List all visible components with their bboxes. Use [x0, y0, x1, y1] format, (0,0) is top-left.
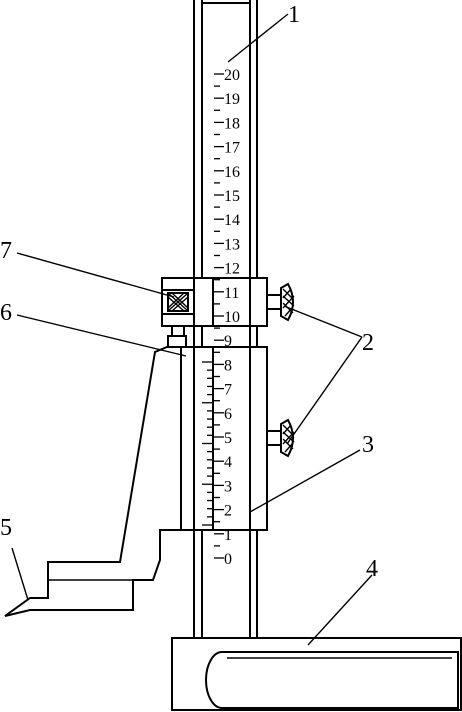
scale-label: 3 [224, 478, 232, 495]
leader-lines [11, 13, 373, 646]
scale-label: 14 [224, 212, 240, 229]
scale-label: 4 [224, 454, 232, 471]
scale-label: 0 [224, 551, 232, 568]
scale-label: 20 [224, 67, 240, 84]
callout-3: 3 [362, 432, 374, 458]
callout-labels: 1 2 3 4 5 6 7 [0, 2, 378, 582]
scale-label: 16 [224, 164, 240, 181]
locking-knobs [266, 282, 295, 458]
scale-label: 1 [224, 527, 232, 544]
measuring-jaw [4, 346, 182, 617]
scale-label: 10 [224, 309, 240, 326]
scale-label: 11 [224, 285, 239, 302]
scale-label: 5 [224, 430, 232, 447]
adjust-screw [161, 289, 195, 348]
scale-label: 12 [224, 261, 240, 278]
vernier-scale [202, 361, 213, 526]
scale-label: 13 [224, 236, 240, 253]
scale-label: 8 [224, 357, 232, 374]
callout-4: 4 [366, 556, 378, 582]
scale-label: 17 [224, 140, 240, 157]
callout-1: 1 [288, 2, 300, 28]
callout-7: 7 [0, 238, 12, 264]
callout-2: 2 [362, 330, 374, 356]
scale-label: 19 [224, 91, 240, 108]
scale-label: 2 [224, 503, 232, 520]
scale-label: 7 [224, 382, 232, 399]
scale-label: 6 [224, 406, 232, 423]
callout-5: 5 [0, 515, 12, 541]
callout-6: 6 [0, 300, 12, 326]
base [171, 637, 462, 711]
scale-label: 15 [224, 188, 240, 205]
scale-label: 18 [224, 115, 240, 132]
scale-label: 9 [224, 333, 232, 350]
